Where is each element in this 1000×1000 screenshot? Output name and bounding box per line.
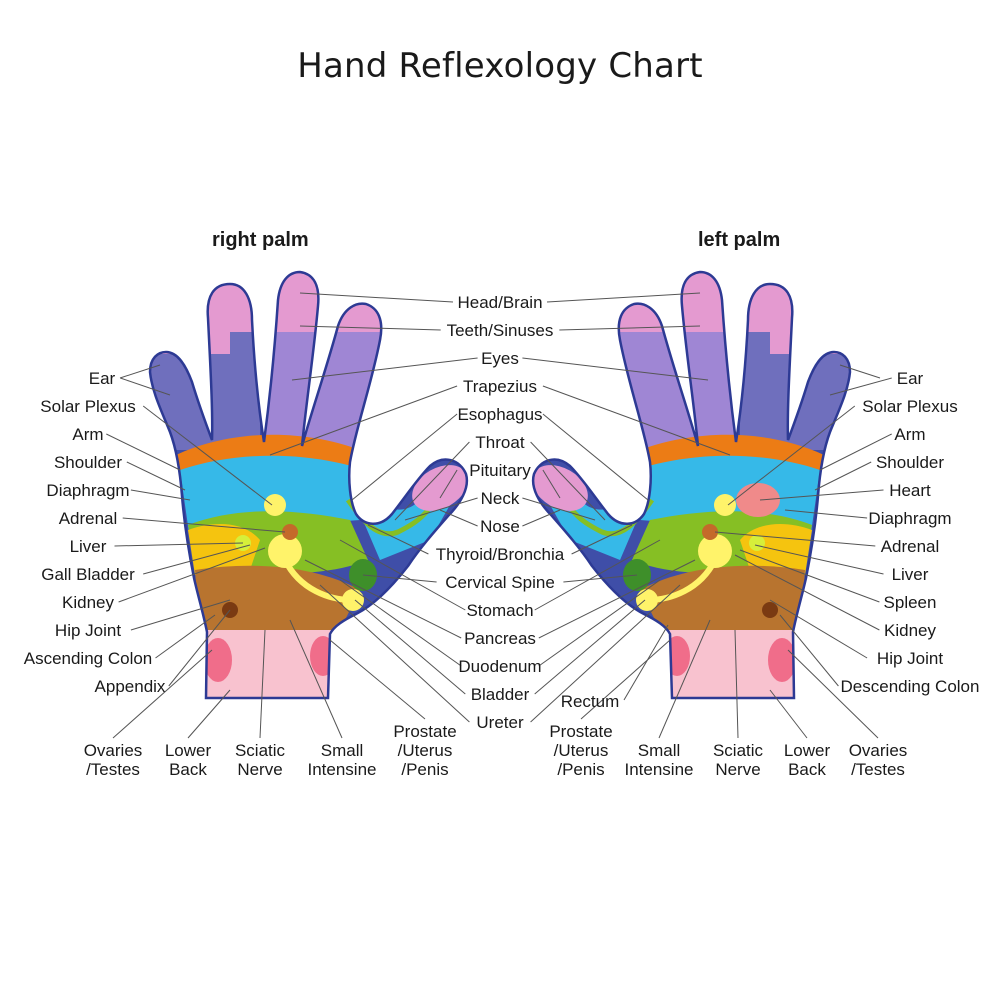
left-palm-label-heart: Heart (889, 481, 931, 500)
left-palm-label-solar-plexus: Solar Plexus (862, 397, 957, 416)
leader-br-4 (330, 640, 425, 719)
bottom-right-label-2-0: Sciatic (235, 741, 286, 760)
bottom-left-label-1-0: Small (638, 741, 681, 760)
zone-group (140, 260, 480, 720)
bottom-right-label-1-1: Back (169, 760, 207, 779)
left-palm-label-diaphragm: Diaphragm (868, 509, 951, 528)
left-palm-label-descending-colon: Descending Colon (841, 677, 980, 696)
left-palm-label-kidney: Kidney (884, 621, 936, 640)
ovaries-spot (768, 638, 796, 682)
right-palm-label-kidney: Kidney (62, 593, 114, 612)
right-palm-label-ear: Ear (89, 369, 116, 388)
solar-plexus-dot (714, 494, 736, 516)
ovaries-spot (204, 638, 232, 682)
center-label-pancreas: Pancreas (464, 629, 536, 648)
bottom-left-label-0-2: /Penis (557, 760, 604, 779)
right-palm-label-appendix: Appendix (95, 677, 166, 696)
leader-left-14 (535, 600, 645, 694)
center-label-nose: Nose (480, 517, 520, 536)
leader-left-2 (522, 358, 708, 380)
bottom-right-label-3-1: Intensine (308, 760, 377, 779)
center-label-stomach: Stomach (466, 601, 533, 620)
bottom-left-label-3-0: Lower (784, 741, 831, 760)
bottom-right-label-4-0: Prostate (393, 722, 456, 741)
center-label-head-brain: Head/Brain (457, 293, 542, 312)
left-palm-label-spleen: Spleen (884, 593, 937, 612)
center-label-bladder: Bladder (471, 685, 530, 704)
center-label-pituitary: Pituitary (469, 461, 531, 480)
bottom-left-label-0-0: Prostate (549, 722, 612, 741)
left-palm-label-shoulder: Shoulder (876, 453, 944, 472)
center-label-duodenum: Duodenum (458, 657, 541, 676)
leader-rectum (624, 625, 668, 700)
bottom-right-label-4-2: /Penis (401, 760, 448, 779)
bottom-left-label-1-1: Intensine (625, 760, 694, 779)
leader-right-15 (320, 585, 469, 722)
leader-right-2 (292, 358, 478, 380)
right-palm-label-diaphragm: Diaphragm (46, 481, 129, 500)
bottom-left-label-2-0: Sciatic (713, 741, 764, 760)
right-palm-label-liver: Liver (70, 537, 107, 556)
leader-right-13 (340, 580, 461, 666)
right-palm-label-solar-plexus: Solar Plexus (40, 397, 135, 416)
center-label-neck: Neck (481, 489, 520, 508)
bottom-left-label-2-1: Nerve (715, 760, 760, 779)
right-palm-label-hip-joint: Hip Joint (55, 621, 121, 640)
right-palm-label-gall-bladder: Gall Bladder (41, 565, 135, 584)
fingertip-zone-lower (770, 332, 860, 354)
leader-left-13 (539, 580, 660, 666)
solar-plexus-dot (264, 494, 286, 516)
center-label-teeth-sinuses: Teeth/Sinuses (447, 321, 554, 340)
right-palm-label-adrenal: Adrenal (59, 509, 118, 528)
center-label-ureter: Ureter (476, 713, 524, 732)
bottom-right-label-1-0: Lower (165, 741, 212, 760)
fingertip-zone-lower (140, 332, 230, 354)
center-label-esophagus: Esophagus (457, 405, 542, 424)
bottom-left-label-4-0: Ovaries (849, 741, 908, 760)
center-label-eyes: Eyes (481, 349, 519, 368)
bottom-right-label-4-1: /Uterus (398, 741, 453, 760)
leader-right-14 (355, 600, 465, 694)
center-label-cervical-spine: Cervical Spine (445, 573, 555, 592)
bottom-right-label-2-1: Nerve (237, 760, 282, 779)
bottom-left-label-4-1: /Testes (851, 760, 905, 779)
heart-spot (736, 483, 780, 517)
right-palm-label-ascending-colon: Ascending Colon (24, 649, 153, 668)
bottom-left-label-3-1: Back (788, 760, 826, 779)
leader-lp-3 (815, 462, 871, 490)
leader-right-0 (300, 293, 453, 302)
appendix-dot (762, 602, 778, 618)
left-palm-label-hip-joint: Hip Joint (877, 649, 943, 668)
leader-left-0 (547, 293, 700, 302)
center-label-thyroid-bronchia: Thyroid/Bronchia (436, 545, 565, 564)
right-palm-diagram (140, 260, 480, 720)
left-palm-label-ear: Ear (897, 369, 924, 388)
gall-bladder-dot (749, 535, 765, 551)
rectum-label: Rectum (561, 692, 620, 711)
leader-rp-3 (127, 462, 185, 490)
left-palm-label-arm: Arm (894, 425, 925, 444)
left-palm-label-adrenal: Adrenal (881, 537, 940, 556)
palm-color-zones (140, 260, 480, 720)
bottom-left-label-0-1: /Uterus (554, 741, 609, 760)
right-palm-label-arm: Arm (72, 425, 103, 444)
right-palm-label-shoulder: Shoulder (54, 453, 122, 472)
center-label-throat: Throat (475, 433, 524, 452)
left-palm-label-liver: Liver (892, 565, 929, 584)
bottom-right-label-0-1: /Testes (86, 760, 140, 779)
center-label-trapezius: Trapezius (463, 377, 537, 396)
fingertip-zone (140, 260, 480, 332)
bottom-right-label-0-0: Ovaries (84, 741, 143, 760)
fingertip-zone (520, 260, 860, 332)
bottom-right-label-3-0: Small (321, 741, 364, 760)
